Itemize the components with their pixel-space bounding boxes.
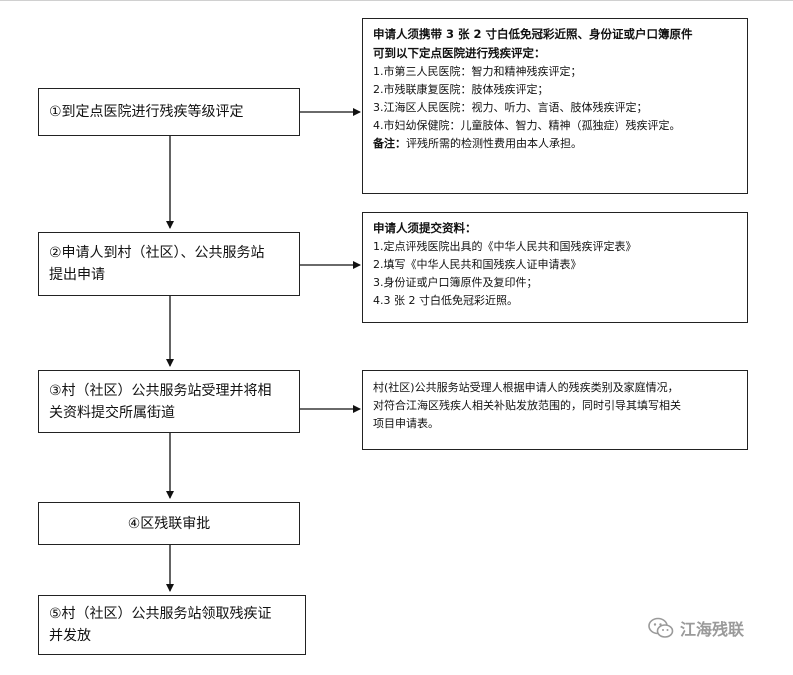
acceptance-note-box: 村(社区)公共服务站受理人根据申请人的残疾类别及家庭情况， 对符合江海区残疾人相… xyxy=(362,370,748,450)
acceptance-note-line1: 村(社区)公共服务站受理人根据申请人的残疾类别及家庭情况， xyxy=(373,381,679,394)
step-2-label-line1: ②申请人到村（社区）、公共服务站 xyxy=(49,245,265,261)
top-divider xyxy=(0,0,793,1)
hospital-note-item: 3.江海区人民医院：视力、听力、言语、肢体残疾评定； xyxy=(373,101,648,114)
remark-text: 评残所需的检测性费用由本人承担。 xyxy=(406,137,582,150)
materials-note-item: 3.身份证或户口簿原件及复印件； xyxy=(373,276,538,289)
hospital-note-item: 2.市残联康复医院：肢体残疾评定； xyxy=(373,83,549,96)
materials-note-item: 1.定点评残医院出具的《中华人民共和国残疾评定表》 xyxy=(373,240,637,253)
step-4-box: ④区残联审批 xyxy=(38,502,300,545)
watermark-text: 江海残联 xyxy=(680,620,745,639)
wechat-icon xyxy=(648,617,674,638)
hospital-note-remark: 备注：评残所需的检测性费用由本人承担。 xyxy=(373,135,737,153)
hospital-note-item: 4.市妇幼保健院：儿童肢体、智力、精神（孤独症）残疾评定。 xyxy=(373,119,681,132)
step-5-label-line2: 并发放 xyxy=(49,628,91,644)
hospital-note-head-line2: 可到以下定点医院进行残疾评定： xyxy=(373,46,546,60)
hospital-note-item: 1.市第三人民医院：智力和精神残疾评定； xyxy=(373,65,582,78)
materials-note-item: 2.填写《中华人民共和国残疾人证申请表》 xyxy=(373,258,582,271)
step-3-label-line2: 关资料提交所属街道 xyxy=(49,404,175,421)
materials-note-item: 4.3 张 2 寸白低免冠彩近照。 xyxy=(373,294,518,307)
step-1-label: ①到定点医院进行残疾等级评定 xyxy=(49,104,244,120)
step-5-box: ⑤村（社区）公共服务站领取残疾证 并发放 xyxy=(38,595,306,655)
step-2-label-line2: 提出申请 xyxy=(49,267,105,283)
watermark: 江海残联 xyxy=(648,616,744,640)
step-1-box: ①到定点医院进行残疾等级评定 xyxy=(38,88,300,136)
materials-note-head: 申请人须提交资料： xyxy=(373,221,477,235)
step-3-box: ③村（社区）公共服务站受理并将相 关资料提交所属街道 xyxy=(38,370,300,433)
hospital-note-box: 申请人须携带 3 张 2 寸白低免冠彩近照、身份证或户口簿原件 可到以下定点医院… xyxy=(362,18,748,194)
step-4-label: ④区残联审批 xyxy=(127,515,211,532)
step-5-label-line1: ⑤村（社区）公共服务站领取残疾证 xyxy=(49,606,272,622)
step-2-box: ②申请人到村（社区）、公共服务站 提出申请 xyxy=(38,232,300,296)
hospital-note-head-line1: 申请人须携带 3 张 2 寸白低免冠彩近照、身份证或户口簿原件 xyxy=(373,27,693,41)
remark-label: 备注： xyxy=(373,137,406,150)
acceptance-note-line2: 对符合江海区残疾人相关补贴发放范围的，同时引导其填写相关 xyxy=(373,399,681,412)
acceptance-note-line3: 项目申请表。 xyxy=(373,417,439,430)
step-3-label-line1: ③村（社区）公共服务站受理并将相 xyxy=(49,382,272,399)
materials-note-box: 申请人须提交资料： 1.定点评残医院出具的《中华人民共和国残疾评定表》 2.填写… xyxy=(362,212,748,323)
